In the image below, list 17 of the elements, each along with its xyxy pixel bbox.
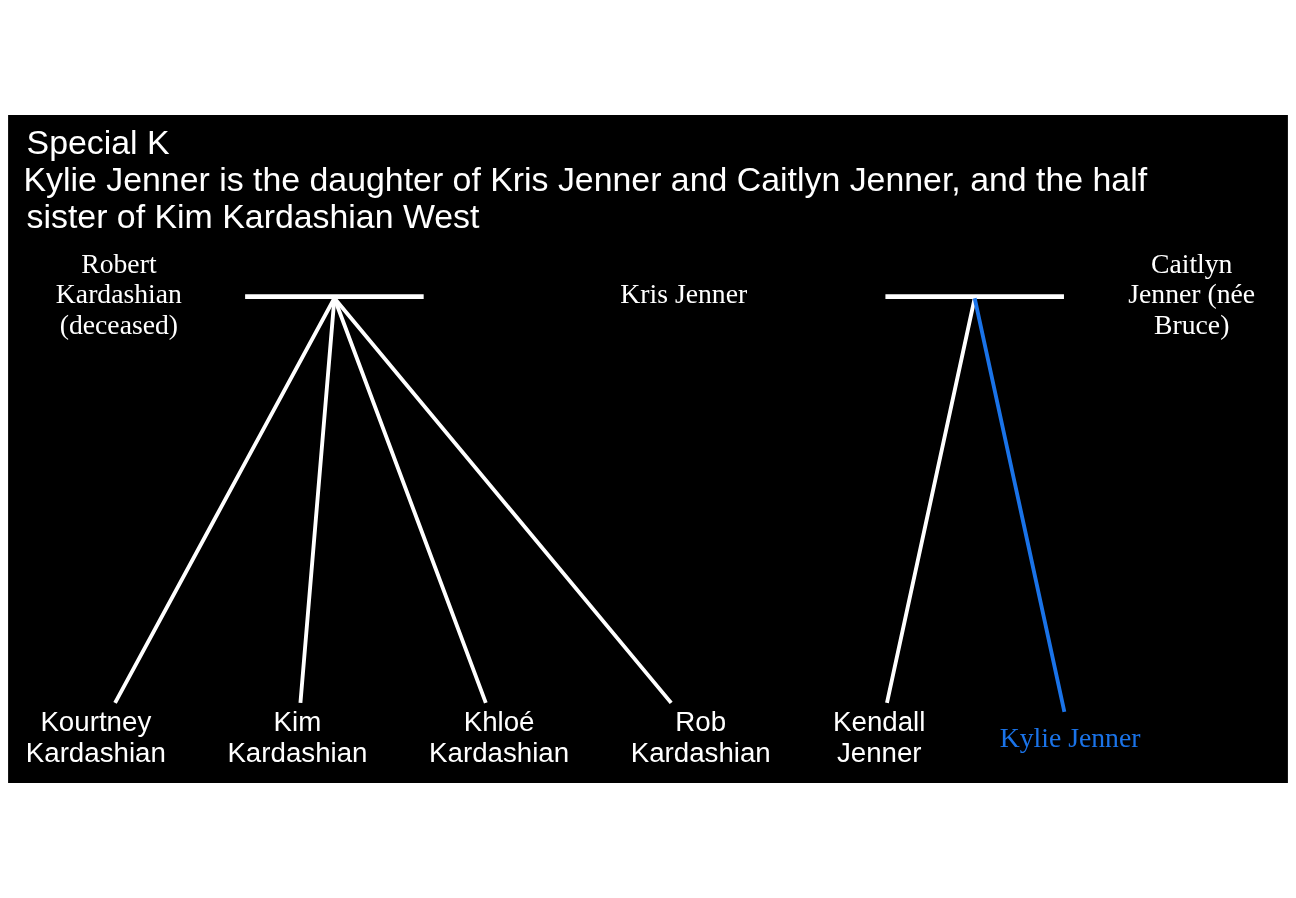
node-text: Caitlyn Jenner (née Bruce)	[1128, 247, 1256, 341]
node-text: Kourtney Kardashian	[25, 706, 166, 769]
node-text: Kendall Jenner	[833, 706, 926, 769]
connector	[972, 297, 1067, 713]
node-bar	[245, 294, 424, 299]
node-text: Kim Kardashian	[227, 706, 368, 769]
node-bar	[885, 294, 1064, 299]
caption: Kylie Jenner is the daughter of Kris Jenner and Caitlyn Jenner, and the half sister of Kim Kardashian West	[23, 160, 1148, 236]
node-text: Kris Jenner	[620, 278, 748, 310]
node-text: Robert Kardashian (deceased)	[55, 247, 182, 341]
connector	[332, 297, 673, 705]
node-text: Kylie Jenner	[999, 721, 1141, 753]
node-text: Khloé Kardashian	[429, 706, 570, 769]
diagram-title: Special K	[26, 123, 170, 162]
node-text: Rob Kardashian	[630, 706, 771, 769]
connector	[885, 297, 977, 704]
connector	[113, 297, 337, 704]
